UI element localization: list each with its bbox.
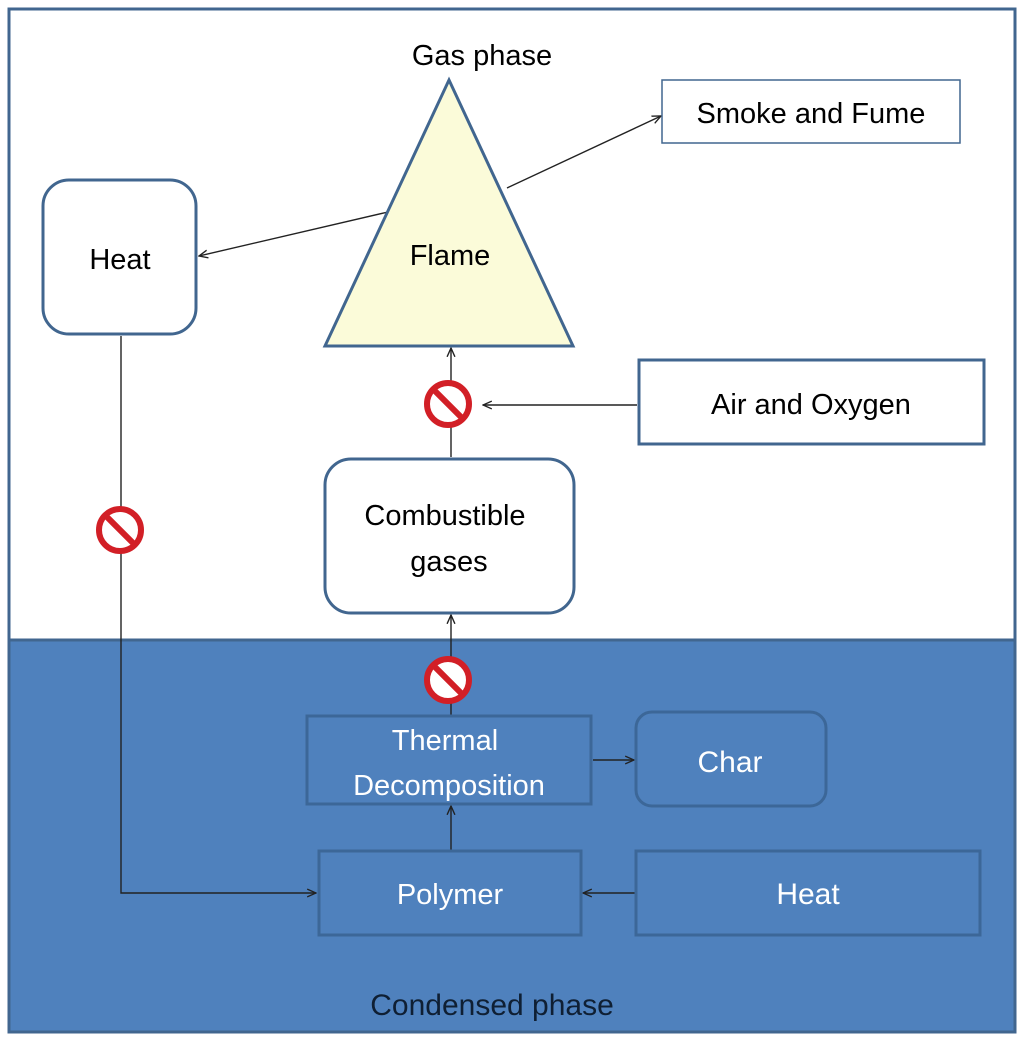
air-and-oxygen-label: Air and Oxygen (711, 389, 911, 421)
prohibited-icon (96, 506, 144, 554)
prohibited-icon (424, 656, 472, 704)
outer-frame (7, 7, 1017, 1034)
heat-gas-box (41, 178, 198, 336)
thermal-decomposition-line-2: Decomposition (353, 770, 545, 802)
condensed-phase-label: Condensed phase (370, 989, 614, 1022)
flame-label: Flame (410, 240, 491, 272)
char-box (634, 710, 828, 808)
smoke-and-fume-label: Smoke and Fume (697, 98, 926, 130)
combustible-gases-line-2: gases (410, 546, 487, 578)
prohibited-icon (424, 380, 472, 428)
flame-triangle (322, 76, 576, 348)
arrow-flame-to-heat (199, 211, 389, 256)
combustible-gases-line-1: Combustible (364, 500, 525, 532)
thermal-decomposition-line-1: Thermal (392, 725, 498, 757)
thermal-decomposition-label: Thermal Decomposition (353, 725, 545, 802)
combustible-gases-label: Combustible gases (364, 500, 533, 578)
smoke-and-fume-box (661, 79, 961, 144)
thermal-decomposition-box (305, 714, 593, 806)
heat-condensed-box (634, 849, 982, 937)
heat-condensed-label: Heat (776, 878, 840, 911)
char-label: Char (697, 746, 762, 779)
heat-gas-label: Heat (89, 244, 150, 276)
condensed-phase-region (9, 640, 1015, 1032)
arrow-flame-to-smoke (506, 116, 661, 189)
polymer-box (317, 849, 583, 937)
air-and-oxygen-box (637, 358, 986, 446)
polymer-label: Polymer (397, 879, 504, 911)
gas-phase-label: Gas phase (412, 40, 552, 72)
combustible-gases-box (323, 457, 576, 615)
